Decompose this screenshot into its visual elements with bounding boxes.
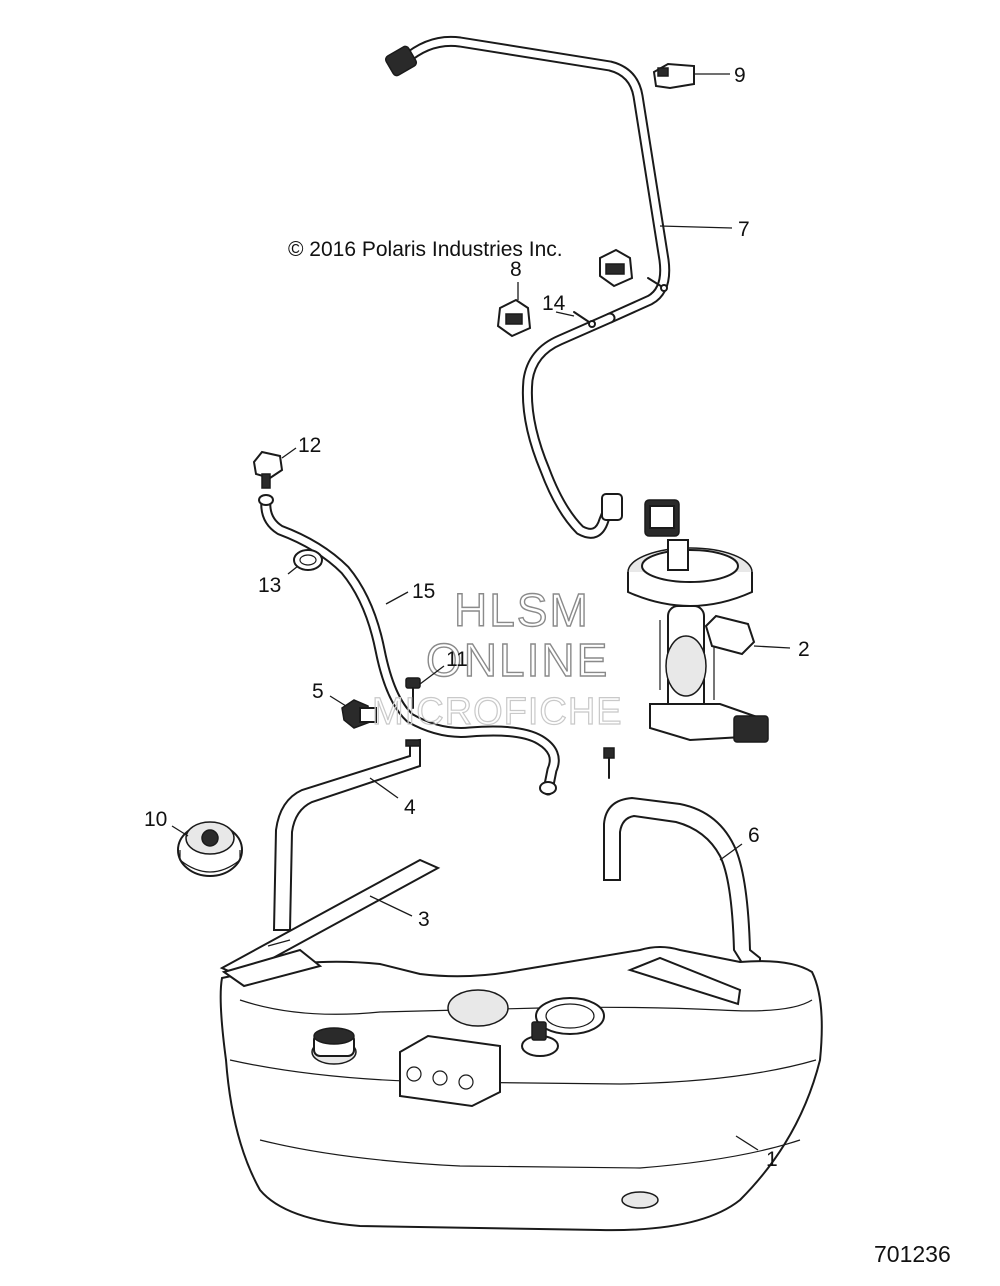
- callout-6-label: 6: [748, 824, 760, 847]
- callout-14-label: 14: [542, 292, 566, 315]
- part-9-connector: [652, 62, 695, 90]
- part-2-fuel-pump: [627, 499, 769, 743]
- callout-7-label: 7: [738, 218, 750, 241]
- callout-11-label: 11: [446, 648, 468, 671]
- callout-5: 5: [312, 680, 347, 707]
- callout-2-label: 2: [798, 638, 810, 661]
- part-1-fuel-tank: [219, 946, 823, 1232]
- callout-4: 4: [369, 777, 416, 819]
- callout-13: 13: [258, 565, 299, 597]
- callout-3-label: 3: [418, 908, 430, 931]
- part-8-clip: [496, 298, 532, 338]
- callout-4-label: 4: [404, 796, 416, 819]
- callout-9: 9: [694, 64, 746, 87]
- part-12-valve: [252, 450, 284, 489]
- callout-6: 6: [719, 824, 760, 861]
- part-14-pin: [573, 277, 668, 328]
- callout-10: 10: [144, 808, 189, 837]
- watermark-line3: MICROFICHE: [372, 691, 623, 733]
- watermark-line2: ONLINE: [426, 634, 609, 686]
- callout-12-label: 12: [298, 434, 321, 457]
- watermark-line1: HLSM: [454, 584, 590, 636]
- callout-14: 14: [542, 292, 575, 317]
- callout-5-label: 5: [312, 680, 324, 703]
- callout-1-label: 1: [766, 1148, 778, 1171]
- part-10-fuel-cap: [177, 821, 243, 877]
- part-5-valve: [341, 699, 377, 729]
- callout-9-label: 9: [734, 64, 746, 87]
- part-7-fuel-line: [384, 35, 671, 539]
- callout-8-label: 8: [510, 258, 522, 281]
- callout-13-label: 13: [258, 574, 281, 597]
- callout-10-label: 10: [144, 808, 167, 831]
- part-8-clip-second: [599, 248, 634, 288]
- part-11-screw: [405, 677, 421, 709]
- figure-number: 701236: [874, 1241, 951, 1267]
- callout-3: 3: [369, 895, 430, 931]
- callout-8: 8: [510, 258, 522, 300]
- part-6-strap: [603, 747, 761, 967]
- callout-15: 15: [385, 580, 435, 605]
- callout-1: 1: [735, 1135, 778, 1171]
- callout-11: 11: [419, 648, 468, 685]
- callout-15-label: 15: [412, 580, 435, 603]
- copyright-text: © 2016 Polaris Industries Inc.: [288, 238, 563, 261]
- callout-7: 7: [659, 218, 750, 241]
- callout-2: 2: [753, 638, 810, 661]
- callout-12: 12: [281, 434, 321, 459]
- part-13-hose-clamp: [293, 549, 323, 571]
- part-3-pad: [219, 858, 441, 978]
- part-15-vent-hose: [258, 494, 560, 796]
- watermark: HLSM ONLINE MICROFICHE: [371, 583, 623, 733]
